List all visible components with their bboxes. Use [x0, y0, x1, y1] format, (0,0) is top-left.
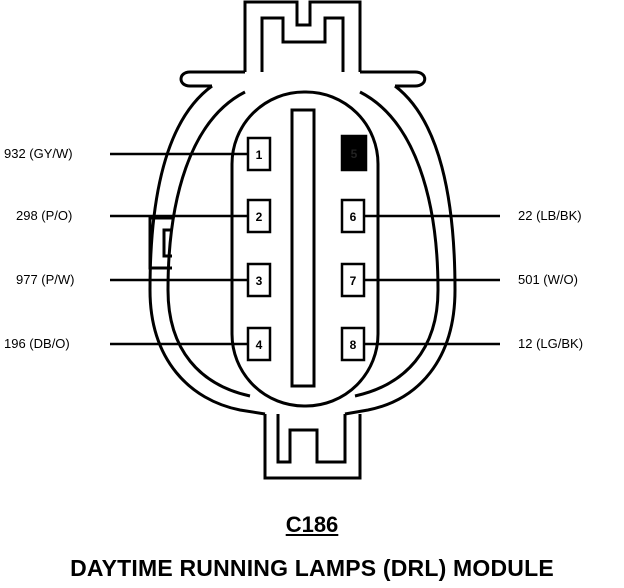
- pin-7: 7: [340, 262, 366, 298]
- svg-text:3: 3: [256, 274, 263, 288]
- pin-5: 5: [340, 134, 368, 172]
- connector-housing: [148, 0, 457, 480]
- pin-8: 8: [340, 326, 366, 362]
- svg-text:6: 6: [350, 210, 357, 224]
- wire-label-pin-6: 22 (LB/BK): [518, 208, 582, 223]
- svg-text:7: 7: [350, 274, 357, 288]
- pin-cavity: [230, 90, 380, 408]
- wire-label-pin-1: 932 (GY/W): [4, 146, 73, 161]
- svg-text:4: 4: [256, 338, 263, 352]
- pin-4: 4: [246, 326, 272, 362]
- svg-text:8: 8: [350, 338, 357, 352]
- svg-text:1: 1: [256, 148, 263, 162]
- pin-2: 2: [246, 198, 272, 234]
- connector-code: C186: [285, 512, 339, 537]
- center-key: [290, 108, 316, 388]
- svg-text:5: 5: [351, 147, 358, 161]
- wire-label-pin-3: 977 (P/W): [16, 272, 75, 287]
- pin-1: 1: [246, 136, 272, 172]
- wire-label-pin-7: 501 (W/O): [518, 272, 578, 287]
- wire-label-pin-4: 196 (DB/O): [4, 336, 70, 351]
- wire-label-pin-8: 12 (LG/BK): [518, 336, 583, 351]
- wire-label-pin-2: 298 (P/O): [16, 208, 72, 223]
- pin-3: 3: [246, 262, 272, 298]
- svg-text:2: 2: [256, 210, 263, 224]
- pin-6: 6: [340, 198, 366, 234]
- wire-leads: [110, 152, 500, 346]
- connector-title: DAYTIME RUNNING LAMPS (DRL) MODULE: [70, 555, 554, 581]
